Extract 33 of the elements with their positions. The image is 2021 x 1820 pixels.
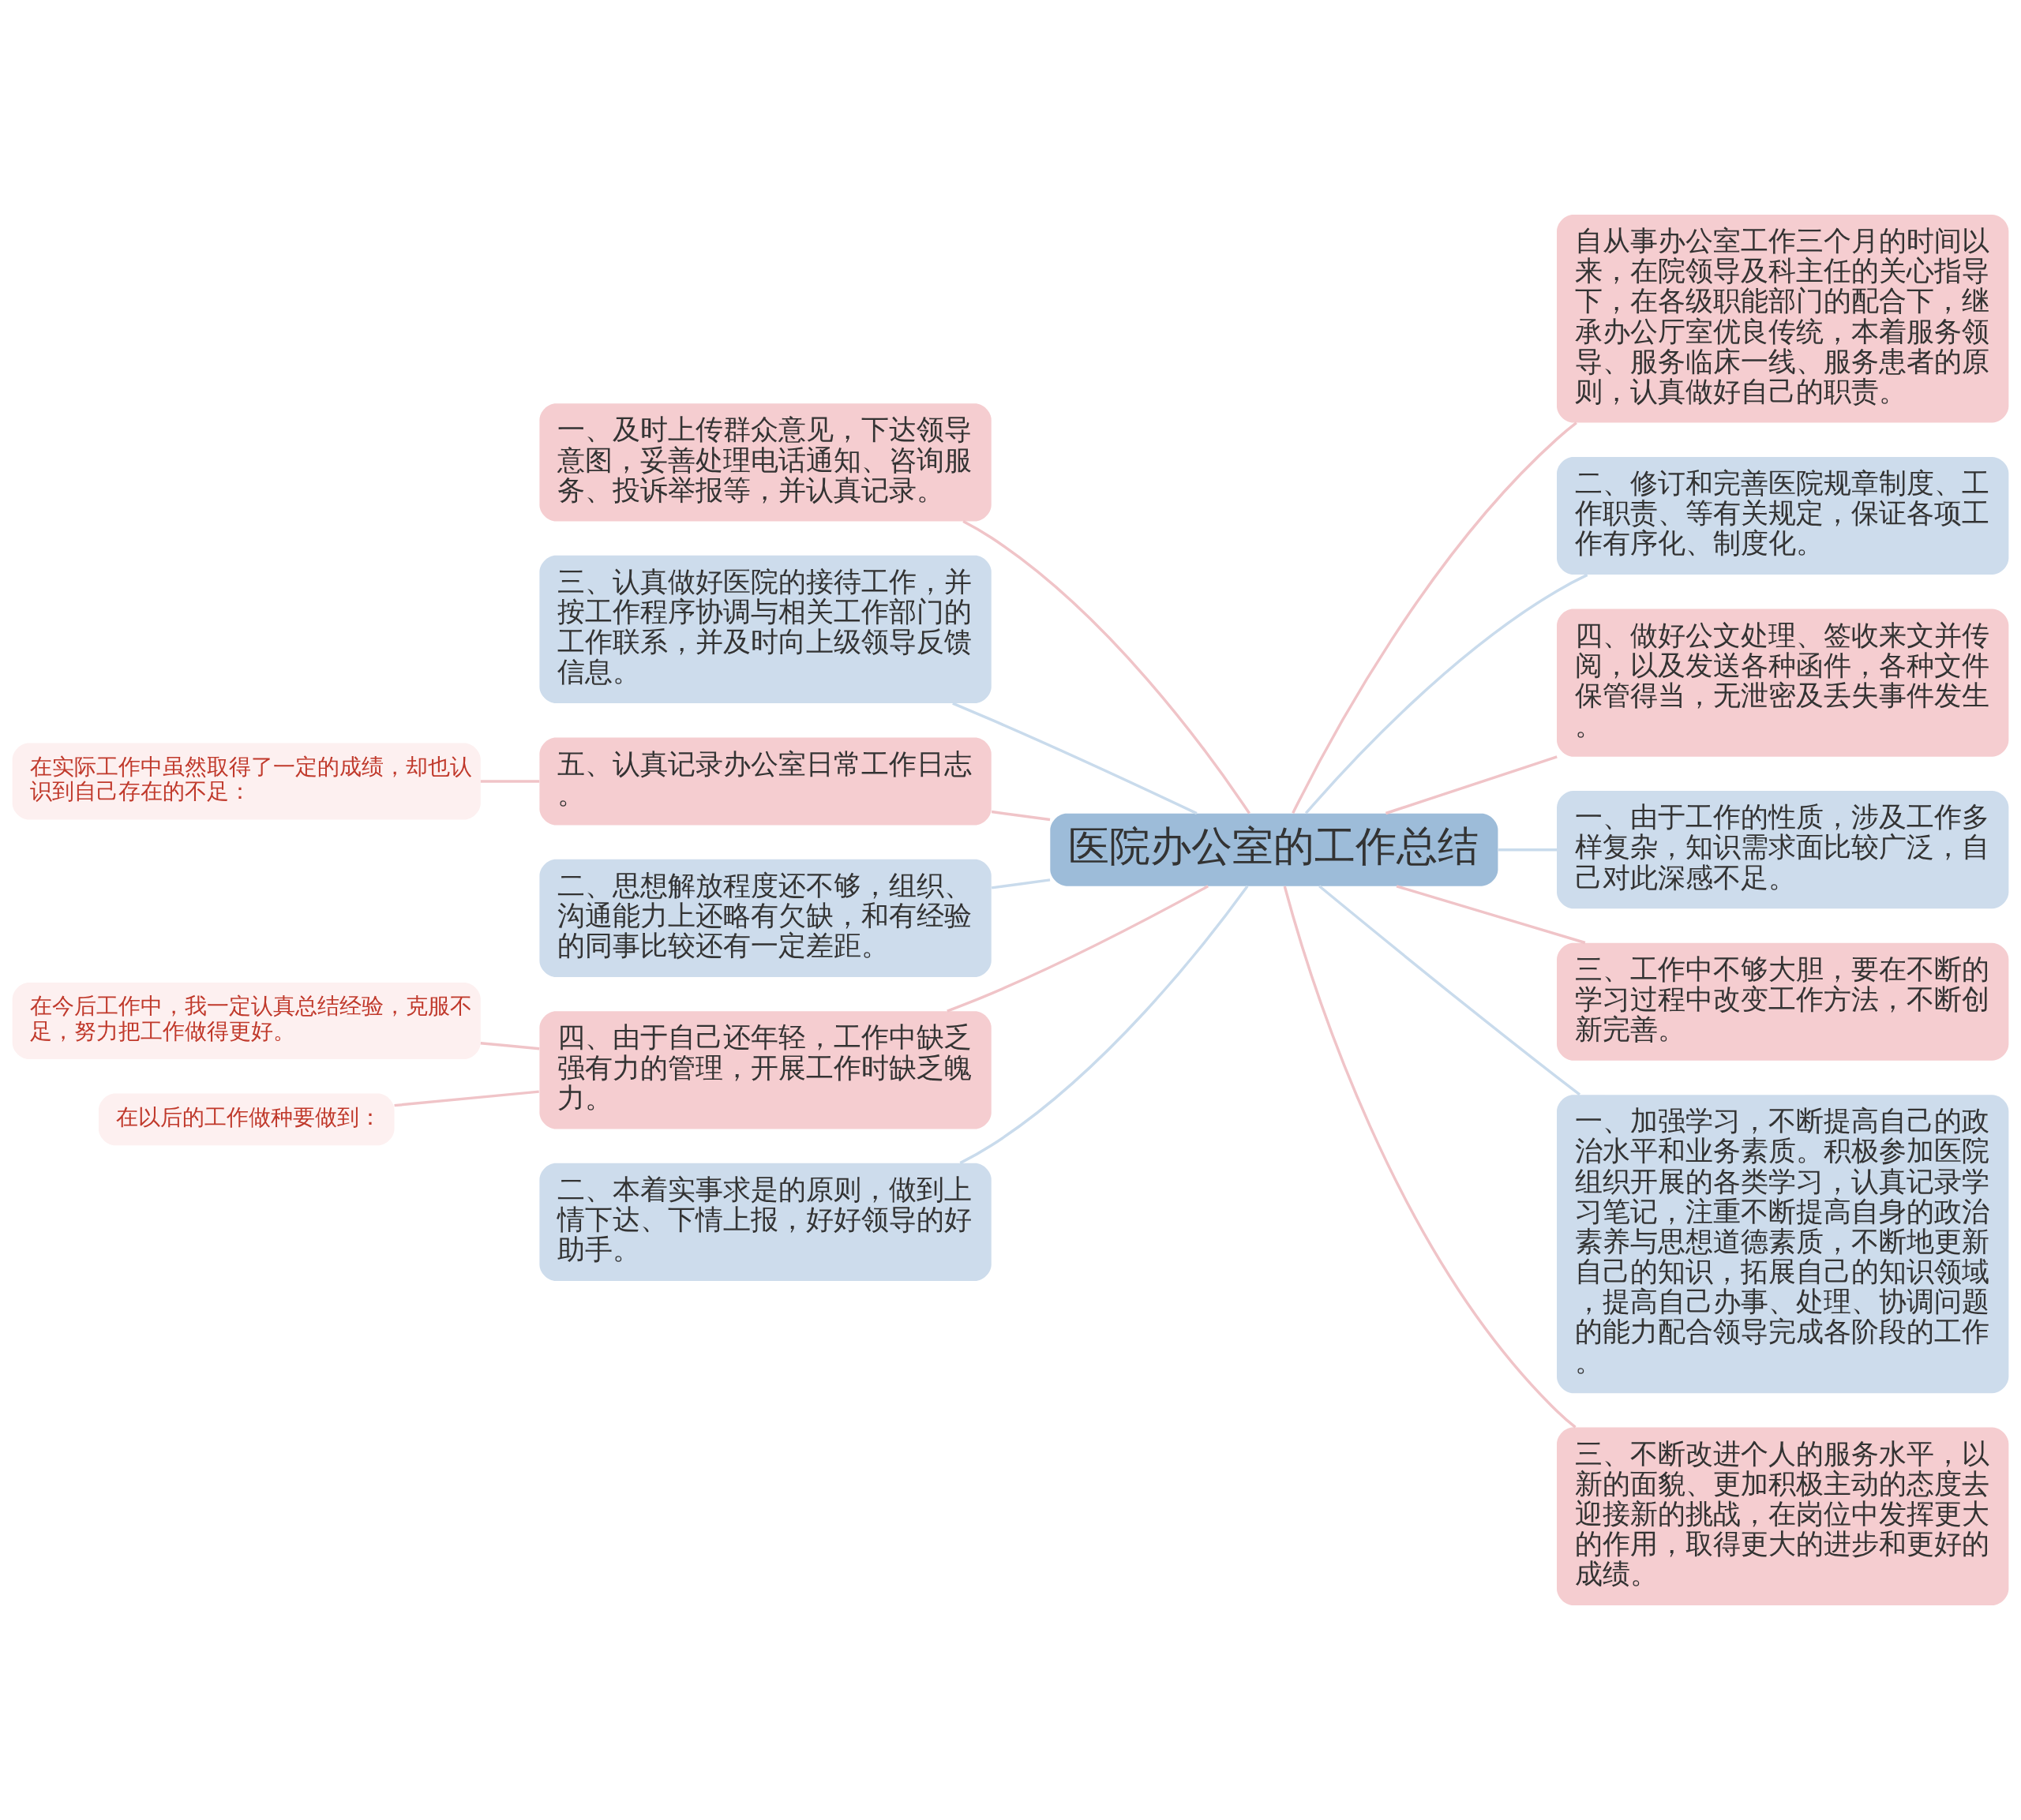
node-box: 二、思想解放程度还不够，组织、沟通能力上还略有欠缺，和有经验的同事比较还有一定差距。 <box>539 859 992 977</box>
node-box: 医院办公室的工作总结 <box>1050 813 1498 886</box>
connector <box>1385 755 1558 815</box>
connector <box>959 885 1249 1165</box>
node-box: 二、本着实事求是的原则，做到上情下达、下情上报，好好领导的好助手。 <box>539 1163 992 1281</box>
connector <box>1396 885 1586 945</box>
node-box: 二、修订和完善医院规章制度、工作职责、等有关规定，保证各项工作有序化、制度化。 <box>1557 456 2009 575</box>
connector <box>480 1041 540 1050</box>
connector <box>991 878 1051 889</box>
connector <box>480 780 540 783</box>
node-box: 在以后的工作做种要做到： <box>98 1093 395 1146</box>
node-box: 一、加强学习，不断提高自己的政治水平和业务素质。积极参加医院组织开展的各类学习，认真记录学习笔记，注重不断提高自身的政治素养与思想道德素质，不断地更新自己的知识，拓展自己的知识领域，提高自己办事、处理、协调问题的能力配合领导完成各阶段的工作。 <box>1557 1095 2009 1394</box>
node-box: 三、不断改进个人的服务水平，以新的面貌、更加积极主动的态度去迎接新的挑战，在岗位中发挥更大的作用，取得更大的进步和更好的成绩。 <box>1557 1427 2009 1606</box>
connector <box>1304 573 1588 815</box>
node-box: 一、由于工作的性质，涉及工作多样复杂，知识需求面比较广泛，自己对此深感不足。 <box>1557 791 2009 909</box>
node-box: 三、认真做好医院的接待工作，并按工作程序协调与相关工作部门的工作联系，并及时向上级领导反馈信息。 <box>539 555 992 704</box>
connector <box>1283 886 1577 1429</box>
node-box: 一、及时上传群众意见，下达领导意图，妥善处理电话通知、咨询服务、投诉举报等，并认真记录。 <box>539 403 992 522</box>
node-box: 在今后工作中，我一定认真总结经验，克服不足，努力把工作做得更好。 <box>12 982 481 1060</box>
connector <box>394 1090 539 1107</box>
connector <box>947 885 1209 1013</box>
node-box: 自从事办公室工作三个月的时间以来，在院领导及科主任的关心指导下，在各级职能部门的配合下，继承办公厅室优良传统，本着服务领导、服务临床一线、服务患者的原则，认真做好自己的职责。 <box>1557 214 2009 423</box>
connector <box>1498 848 1557 852</box>
node-box: 五、认真记录办公室日常工作日志。 <box>539 737 992 826</box>
node-box: 四、做好公文处理、签收来文并传阅，以及发送各种函件，各种文件保管得当，无泄密及丢失事件发生。 <box>1557 609 2009 757</box>
connector <box>962 519 1250 815</box>
node-box: 四、由于自己还年轻，工作中缺乏强有力的管理，开展工作时缺乏魄力。 <box>539 1011 992 1129</box>
connector <box>1292 421 1577 814</box>
node-box: 三、工作中不够大胆，要在不断的学习过程中改变工作方法，不断创新完善。 <box>1557 942 2009 1061</box>
node-box: 在实际工作中虽然取得了一定的成绩，却也认识到自己存在的不足： <box>12 743 481 820</box>
connector <box>952 702 1198 815</box>
connector <box>1318 885 1581 1096</box>
connector <box>991 810 1051 822</box>
